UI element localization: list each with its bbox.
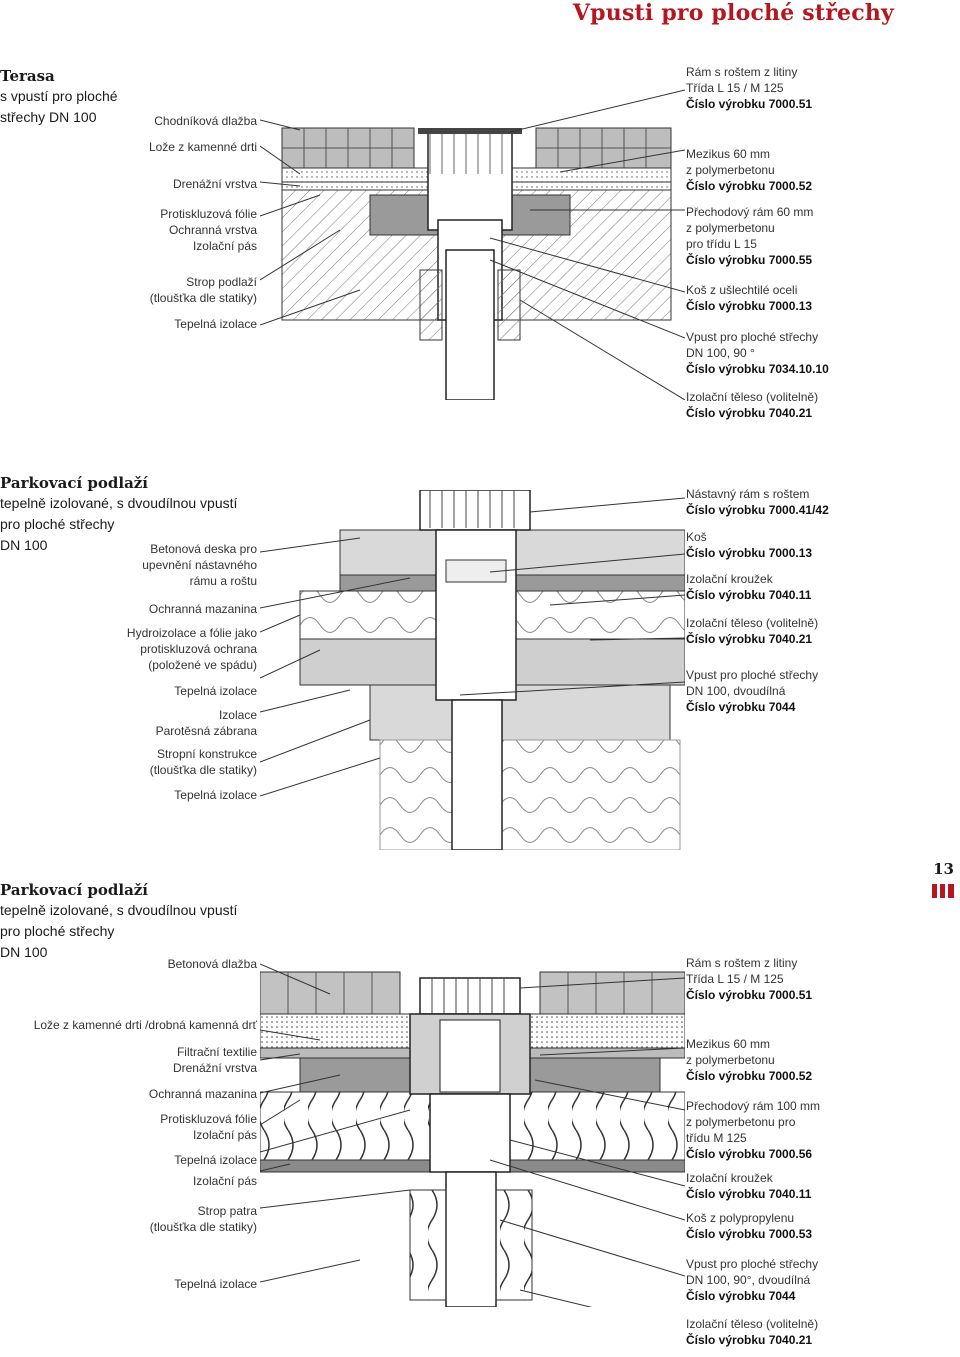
section-2-heading: Parkovací podlaží tepelně izolované, s d… [0,473,237,556]
product-item: Rám s roštem z litiny Třída L 15 / M 125… [686,956,813,1002]
label-left: Stropní konstrukce (tloušťka dle statiky… [149,747,257,777]
section-2-subtitle: pro ploché střechy [0,516,115,532]
label-left: Izolační pás [192,1174,257,1188]
product-item: Přechodový rám 100 mm z polymerbetonu pr… [686,1099,821,1161]
product-item: Koš z ušlechtilé oceli Číslo výrobku 700… [686,283,813,313]
label-left: Protiskluzová fólie Ochranná vrstva Izol… [160,207,257,253]
section-1-heading: Terasa s vpustí pro ploché střechy DN 10… [0,66,118,128]
label-left: Tepelná izolace [174,1153,257,1167]
label-left: Lože z kamenné drti [148,140,257,154]
product-item: Izolační těleso (volitelně) Číslo výrobk… [686,1317,819,1347]
label-left: Betonová deska pro upevnění nástavného r… [142,542,257,588]
section-2-subtitle: DN 100 [0,537,48,553]
section-3-subtitle: tepelně izolované, s dvoudílnou vpustí [0,902,238,918]
label-left: Hydroizolace a fólie jako protiskluzová … [126,626,257,672]
product-item: Nástavný rám s roštem Číslo výrobku 7000… [686,487,829,517]
label-left: Izolace Parotěsná zábrana [155,708,257,738]
label-left: Chodníková dlažba [154,114,257,128]
label-left: Filtrační textilie Drenážní vrstva [172,1045,257,1075]
label-left: Tepelná izolace [174,788,257,802]
section-3-heading: Parkovací podlaží tepelně izolované, s d… [0,880,237,963]
label-left: Tepelná izolace [174,684,257,698]
product-item: Izolační těleso (volitelně) Číslo výrobk… [686,616,819,646]
label-left: Protiskluzová fólie Izolační pás [160,1112,257,1142]
product-item: Koš z polypropylenu Číslo výrobku 7000.5… [686,1211,813,1241]
page-number-text: 13 [933,860,954,878]
label-left: Tepelná izolace [174,317,257,331]
label-left: Ochranná mazanina [148,1087,257,1101]
page-number: 13 [932,860,954,898]
product-item: Vpust pro ploché střechy DN 100, 90 ° Čí… [686,330,829,376]
brand-bars-icon [932,884,954,898]
product-item: Mezikus 60 mm z polymerbetonu Číslo výro… [686,147,813,193]
product-item: Rám s roštem z litiny Třída L 15 / M 125… [686,65,813,111]
label-left: Drenážní vrstva [172,177,257,191]
section-2-subtitle: tepelně izolované, s dvoudílnou vpustí [0,495,238,511]
label-left: Ochranná mazanina [148,602,257,616]
label-left: Betonová dlažba [167,957,257,971]
section-2-title: Parkovací podlaží [0,474,149,492]
label-left: Strop podlaží (tloušťka dle statiky) [149,275,257,305]
product-item: Vpust pro ploché střechy DN 100, 90°, dv… [686,1257,819,1303]
product-item: Izolační těleso (volitelně) Číslo výrobk… [686,390,819,420]
terrace-drain-section-drawing [260,89,685,400]
section-3-title: Parkovací podlaží [0,881,149,899]
section-3-subtitle: pro ploché střechy [0,923,115,939]
page-title: Vpusti pro ploché střechy [572,0,894,26]
product-item: Mezikus 60 mm z polymerbetonu Číslo výro… [686,1037,813,1083]
parking-drain-section-drawing [260,490,685,850]
product-item: Přechodový rám 60 mm z polymerbetonu pro… [686,205,814,267]
section-1-subtitle: s vpustí pro ploché [0,88,118,104]
section-1-title: Terasa [0,67,55,85]
label-left: Lože z kamenné drti /drobná kamenná drť [33,1018,257,1032]
section-1-subtitle: střechy DN 100 [0,109,97,125]
section-3-subtitle: DN 100 [0,944,48,960]
product-item: Izolační kroužek Číslo výrobku 7040.11 [686,1171,812,1201]
product-item: Koš Číslo výrobku 7000.13 [686,530,813,560]
label-left: Tepelná izolace [174,1277,257,1291]
label-left: Strop patra (tloušťka dle statiky) [149,1204,257,1234]
product-item: Vpust pro ploché střechy DN 100, dvoudíl… [686,668,819,714]
product-item: Izolační kroužek Číslo výrobku 7040.11 [686,572,812,602]
parking-paving-drain-section-drawing [260,963,685,1307]
